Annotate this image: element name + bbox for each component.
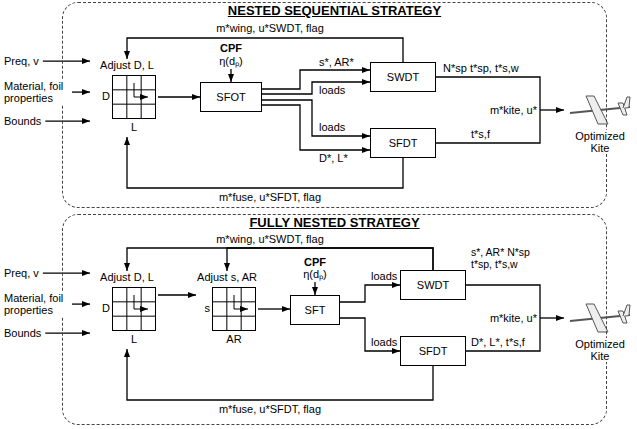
box-label: SFOT [216, 91, 245, 104]
edge-label: m*wing, u*SWDT, flag [215, 233, 325, 245]
connector-arrow [158, 294, 196, 295]
kite-illustration [570, 96, 630, 124]
process-box: SFT [290, 295, 340, 325]
connector-arrow [262, 105, 370, 150]
adjust-arrows [134, 295, 148, 309]
axis-label: L [112, 333, 156, 346]
input-arrow [43, 272, 90, 273]
cpf-label: η(dₚ) [302, 268, 328, 280]
design-grid: Adjust D, L D L [96, 59, 158, 137]
design-grid: Adjust D, L D L [96, 271, 158, 349]
input-arrow [72, 91, 90, 92]
grid-line [226, 288, 227, 331]
output-wire [436, 77, 540, 143]
input-label: Bounds [3, 327, 42, 339]
cpf-label: CPF [303, 256, 327, 268]
grid-symbol [112, 75, 156, 119]
adjust-arrows [234, 295, 248, 309]
process-box: SFDT [370, 128, 436, 158]
connector-arrow [127, 248, 433, 271]
kite-label: Optimized Kite [566, 130, 634, 154]
kite-illustration [570, 304, 630, 332]
grid-border [113, 288, 156, 331]
output-label: m*kite, u* [476, 104, 538, 116]
edge-label: loads [370, 336, 398, 348]
grid-title: Adjust D, L [100, 271, 154, 284]
cpf-label: η(dₚ) [218, 55, 244, 67]
output-label: t*s,f [470, 128, 491, 140]
process-box: SFOT [200, 82, 262, 112]
grid-border [113, 76, 156, 119]
box-label: SWDT [387, 71, 419, 84]
panel-title: NESTED SEQUENTIAL STRATEGY [63, 4, 606, 19]
edge-label: m*fuse, u*SFDT, flag [218, 191, 322, 203]
output-label: m*kite, u* [476, 312, 538, 324]
grid-title: Adjust D, L [100, 59, 154, 72]
connector-arrow [262, 82, 370, 94]
grid-line [126, 288, 127, 331]
input-label: Bounds [3, 115, 42, 127]
grid-line [113, 316, 156, 317]
axis-label: L [112, 121, 156, 134]
output-arrow [540, 317, 564, 318]
cpf-label: CPF [219, 42, 243, 54]
output-arrow [540, 109, 564, 110]
input-arrow [43, 60, 90, 61]
adjust-arrows [134, 83, 148, 97]
connector-arrow [127, 38, 403, 62]
edge-label: m*wing, u*SWDT, flag [215, 22, 325, 34]
axis-label: s [205, 302, 211, 315]
grid-line [213, 316, 256, 317]
axis-label: AR [212, 333, 256, 346]
process-box: SFDT [400, 336, 466, 366]
process-box: SWDT [400, 270, 466, 300]
connector-arrow [258, 308, 290, 309]
output-label: D*, L*, t*s,f [470, 336, 526, 348]
cpf-arrow [314, 282, 315, 295]
kite-label: Optimized Kite [566, 338, 634, 362]
axis-label: D [102, 302, 110, 315]
box-label: SFDT [389, 137, 418, 150]
input-arrow [45, 120, 90, 121]
grid-line [113, 104, 156, 105]
edge-label: loads [370, 270, 398, 282]
input-arrow [72, 303, 90, 304]
output-label: s*, AR* N*sp t*sp, t*s,w [470, 247, 540, 270]
input-label: Material, foil properties [3, 80, 69, 104]
design-grid: Adjust s, AR sAR [196, 271, 258, 349]
grid-border [213, 288, 256, 331]
panel-title: FULLY NESTED STRATEGY [63, 216, 606, 231]
connector-arrow [158, 96, 200, 97]
connector-arrow [127, 137, 403, 188]
edge-label: D*, L* [318, 152, 349, 164]
connector-arrow [340, 285, 400, 302]
connector-arrow [227, 248, 433, 271]
edge-label: loads [318, 84, 346, 96]
box-label: SWDT [417, 279, 449, 292]
edge-label: s*, AR* [318, 56, 355, 68]
connector-arrow [340, 318, 400, 351]
input-label: Preq, v [3, 55, 40, 67]
input-label: Preq, v [3, 267, 40, 279]
cpf-arrow [230, 69, 231, 82]
connector-arrow [127, 349, 433, 400]
edge-label: m*fuse, u*SFDT, flag [218, 403, 322, 415]
box-label: SFDT [419, 345, 448, 358]
input-label: Material, foil properties [3, 292, 69, 316]
output-wire [466, 285, 540, 351]
grid-symbol [212, 287, 256, 331]
output-label: N*sp t*sp, t*s,w [442, 62, 520, 74]
connector-arrow [262, 70, 370, 89]
box-label: SFT [305, 304, 326, 317]
edge-label: loads [318, 121, 346, 133]
grid-symbol [112, 287, 156, 331]
grid-title: Adjust s, AR [197, 271, 257, 284]
axis-label: D [102, 90, 110, 103]
process-box: SWDT [370, 62, 436, 92]
grid-line [126, 76, 127, 119]
input-arrow [45, 332, 90, 333]
